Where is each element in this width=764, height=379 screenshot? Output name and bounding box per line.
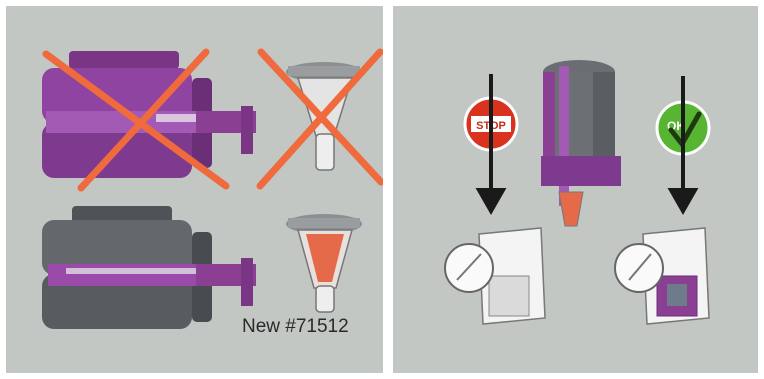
compatible-nozzle-package <box>615 228 709 324</box>
new-mixing-nozzle <box>286 214 362 312</box>
new-product-number-caption: New #71512 <box>242 316 349 338</box>
incompatible-nozzle-package <box>445 228 545 324</box>
nozzle-fit-illustration: STOP OK <box>393 6 758 373</box>
new-gray-cartridge <box>42 206 256 329</box>
left-illustration-panel: New #71512 <box>6 6 383 373</box>
upright-cartridge <box>541 60 621 226</box>
right-illustration-panel: STOP OK <box>393 6 758 373</box>
